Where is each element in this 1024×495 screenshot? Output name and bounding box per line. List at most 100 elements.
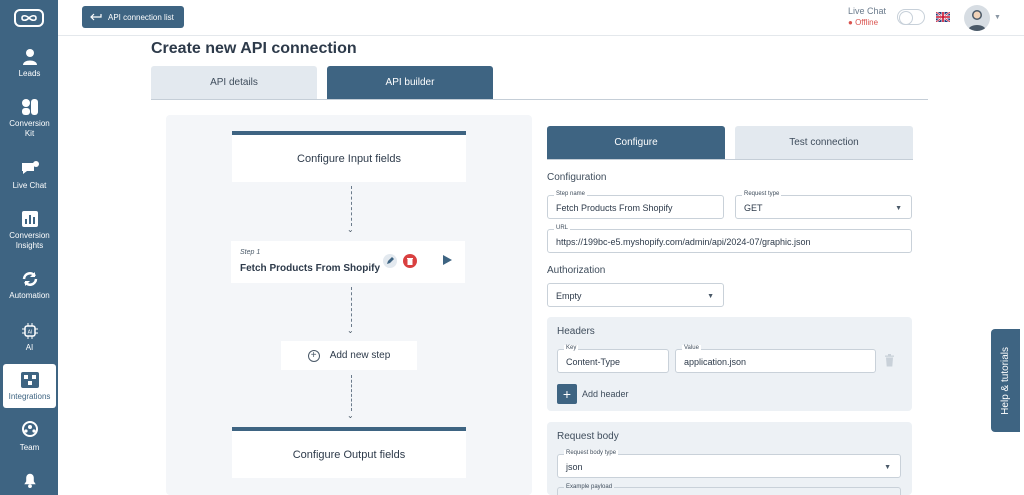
refresh-icon <box>22 272 37 286</box>
config-tab-divider <box>547 159 913 160</box>
sidebar-item-label: AI <box>25 343 34 352</box>
sidebar-item-label: Conversion Kit <box>9 119 50 138</box>
bar-chart-icon <box>21 211 38 227</box>
plus-circle-icon: + <box>307 349 320 362</box>
sidebar-item-ai[interactable]: AI AI <box>3 322 56 356</box>
configure-output-fields-card[interactable]: Configure Output fields <box>232 427 466 478</box>
field-label: Key <box>564 345 579 351</box>
caret-down-icon: ▼ <box>895 205 902 212</box>
integrations-icon <box>20 372 39 388</box>
field-value: Content-Type <box>566 357 621 367</box>
field-label: Value <box>682 345 701 351</box>
request-body-type-select[interactable]: Request body type json ▼ <box>557 450 901 478</box>
trash-icon[interactable] <box>884 354 895 367</box>
sidebar-item-conversion-insights[interactable]: Conversion Insights <box>3 210 56 258</box>
sidebar-item-label: Conversion Insights <box>9 231 50 250</box>
sidebar-item-conversion-kit[interactable]: Conversion Kit <box>3 98 56 146</box>
back-button-label: API connection list <box>108 12 174 22</box>
caret-down-icon: ▼ <box>884 464 891 471</box>
sidebar-item-notifications[interactable] <box>3 470 56 492</box>
help-tutorials-tab[interactable]: Help & tutorials <box>991 329 1020 432</box>
field-label: Request type <box>742 191 782 197</box>
bell-icon <box>23 473 36 489</box>
chat-bubble-icon <box>21 161 39 174</box>
user-avatar[interactable] <box>964 5 990 31</box>
add-header-label[interactable]: Add header <box>582 389 629 399</box>
authorization-select[interactable]: Empty ▼ <box>547 283 724 307</box>
sidebar-item-integrations[interactable]: Integrations <box>3 364 56 408</box>
field-value: Fetch Products From Shopify <box>556 203 673 213</box>
sidebar-item-label: Integrations <box>8 392 51 401</box>
header-value-input[interactable]: Value application.json <box>675 345 876 373</box>
infinity-logo-icon <box>14 9 44 27</box>
headers-heading: Headers <box>557 326 595 337</box>
chevron-down-icon: ⌄ <box>347 411 354 420</box>
sidebar-item-automation[interactable]: Automation <box>3 270 56 306</box>
live-chat-status: Live Chat ● Offline <box>848 5 886 29</box>
sidebar-item-live-chat[interactable]: Live Chat <box>3 160 56 196</box>
api-connection-list-button[interactable]: API connection list <box>82 6 184 28</box>
flow-connector <box>351 287 352 327</box>
field-label: Step name <box>554 191 588 197</box>
header-key-input[interactable]: Key Content-Type <box>557 345 669 373</box>
trash-icon <box>407 258 413 265</box>
sidebar-item-label: Leads <box>18 69 41 78</box>
step-card[interactable]: Step 1 Fetch Products From Shopify <box>231 241 465 283</box>
ai-chip-icon: AI <box>21 323 38 339</box>
sidebar-item-label: Team <box>19 443 40 452</box>
sidebar-item-label: Live Chat <box>12 181 47 190</box>
live-chat-toggle[interactable] <box>897 9 925 25</box>
field-value: json <box>566 462 583 472</box>
field-label: Example payload <box>564 484 615 490</box>
edit-step-button[interactable] <box>383 254 397 268</box>
configuration-heading: Configuration <box>547 172 607 183</box>
back-arrow-icon <box>90 13 102 21</box>
svg-text:AI: AI <box>27 330 32 336</box>
pencil-icon <box>387 257 394 264</box>
step-name: Fetch Products From Shopify <box>240 263 381 274</box>
request-body-heading: Request body <box>557 431 619 442</box>
step-name-input[interactable]: Step name Fetch Products From Shopify <box>547 191 724 219</box>
team-icon <box>21 421 38 437</box>
tab-api-details[interactable]: API details <box>151 66 317 99</box>
top-bar <box>58 0 1024 36</box>
tab-divider <box>151 99 928 100</box>
app-logo[interactable] <box>0 0 58 36</box>
tab-test-connection[interactable]: Test connection <box>735 126 913 159</box>
chevron-down-icon[interactable]: ▼ <box>994 14 1001 21</box>
field-value: GET <box>744 203 763 213</box>
flow-connector <box>351 375 352 411</box>
delete-step-button[interactable] <box>403 254 417 268</box>
help-tab-label: Help & tutorials <box>1000 346 1011 415</box>
plus-icon: + <box>562 386 572 402</box>
play-icon[interactable] <box>441 254 453 266</box>
field-label: Request body type <box>564 450 619 456</box>
url-input[interactable]: URL https://199bc-e5.myshopify.com/admin… <box>547 225 912 253</box>
avatar-icon <box>968 10 986 31</box>
flow-connector <box>351 186 352 226</box>
conversion-kit-icon <box>21 99 38 115</box>
configure-input-fields-card[interactable]: Configure Input fields <box>232 131 466 182</box>
field-value: https://199bc-e5.myshopify.com/admin/api… <box>556 237 811 247</box>
live-chat-offline: ● Offline <box>848 18 879 27</box>
live-chat-label: Live Chat <box>848 6 887 16</box>
example-payload-field[interactable]: Example payload <box>557 484 901 495</box>
add-step-label: Add new step <box>329 350 391 361</box>
step-number: Step 1 <box>240 249 261 256</box>
caret-down-icon: ▼ <box>707 293 714 300</box>
card-label: Configure Output fields <box>292 448 406 461</box>
field-value: application.json <box>684 357 747 367</box>
chevron-down-icon: ⌄ <box>347 326 354 335</box>
tab-configure[interactable]: Configure <box>547 126 725 159</box>
add-new-step-button[interactable]: + Add new step <box>281 341 417 370</box>
sidebar-item-leads[interactable]: Leads <box>3 48 56 86</box>
request-type-select[interactable]: Request type GET ▼ <box>735 191 912 219</box>
page-title: Create new API connection <box>151 40 357 57</box>
chevron-down-icon: ⌄ <box>347 225 354 234</box>
card-label: Configure Input fields <box>297 152 401 165</box>
add-header-button[interactable]: + <box>557 384 577 404</box>
tab-api-builder[interactable]: API builder <box>327 66 493 99</box>
uk-flag-icon[interactable] <box>936 12 950 22</box>
sidebar-item-team[interactable]: Team <box>3 420 56 456</box>
sidebar: Leads Conversion Kit Live Chat Conversio… <box>0 0 58 495</box>
